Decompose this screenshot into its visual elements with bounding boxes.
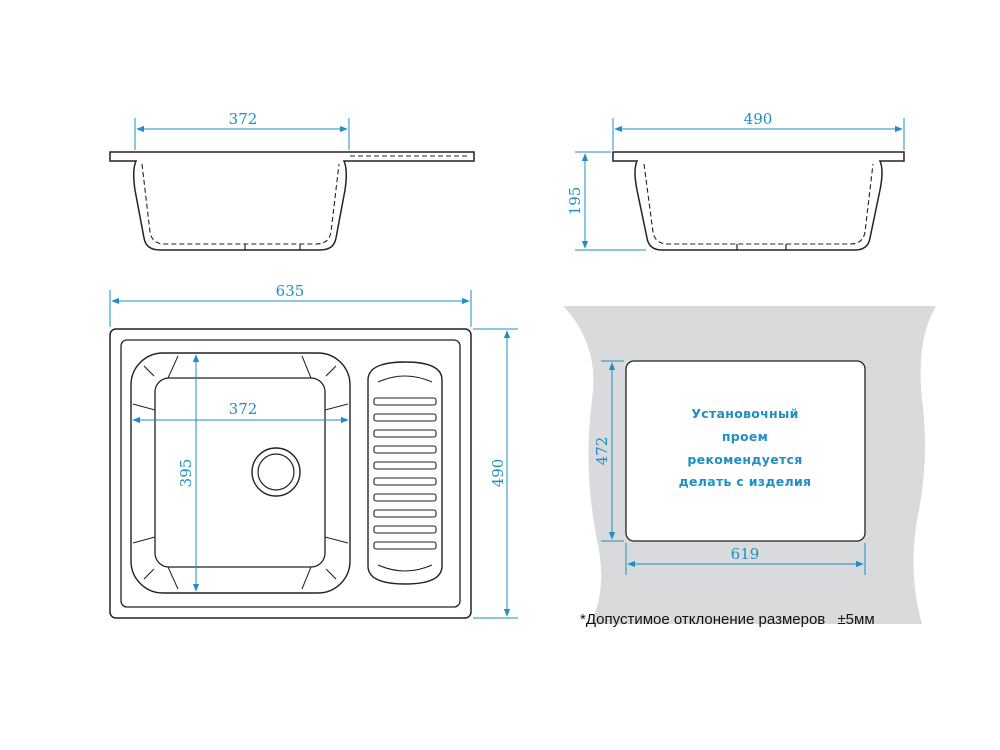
cutout-note: Установочный проем рекомендуется делать … <box>679 406 812 489</box>
drain-inner <box>257 453 295 491</box>
dimension-side-bowl: 372 <box>134 110 350 150</box>
dim-bowl-height: 395 <box>177 459 195 488</box>
dimension-depth: 195 <box>566 151 646 251</box>
cutout-note-line-3: рекомендуется <box>687 452 802 467</box>
end-view <box>612 151 905 251</box>
dimension-bowl-height: 395 <box>177 354 200 592</box>
dim-bowl-width: 372 <box>229 400 258 418</box>
dim-end-width: 490 <box>744 110 773 128</box>
dimension-end-width: 490 <box>612 110 905 150</box>
dim-depth: 195 <box>566 187 584 216</box>
tolerance-note-prefix: *Допустимое отклонение размеров <box>580 611 825 628</box>
dimension-overall-width: 635 <box>109 282 472 327</box>
tolerance-note-value: ±5мм <box>837 611 874 628</box>
dimension-overall-height: 490 <box>473 328 518 619</box>
drainboard-ribs <box>373 375 437 572</box>
cutout-note-line-1: Установочный <box>691 406 798 421</box>
dimension-cutout-height: 472 <box>593 360 624 542</box>
dim-cutout-width: 619 <box>731 545 760 563</box>
dim-overall-height: 490 <box>489 459 507 488</box>
dimension-cutout-width: 619 <box>625 543 866 575</box>
dim-side-bowl-width: 372 <box>229 110 258 128</box>
cutout-note-line-2: проем <box>722 429 768 444</box>
drainboard <box>367 361 443 585</box>
cutout-opening <box>625 360 866 542</box>
tolerance-note: *Допустимое отклонение размеров ±5мм <box>580 611 875 628</box>
dimension-bowl-width: 372 <box>132 400 349 424</box>
cutout-note-line-4: делать с изделия <box>679 474 812 489</box>
dim-overall-width: 635 <box>276 282 305 300</box>
top-view <box>109 328 472 619</box>
side-view <box>109 151 475 251</box>
dim-cutout-height: 472 <box>593 437 611 466</box>
drain-outer <box>251 447 301 497</box>
